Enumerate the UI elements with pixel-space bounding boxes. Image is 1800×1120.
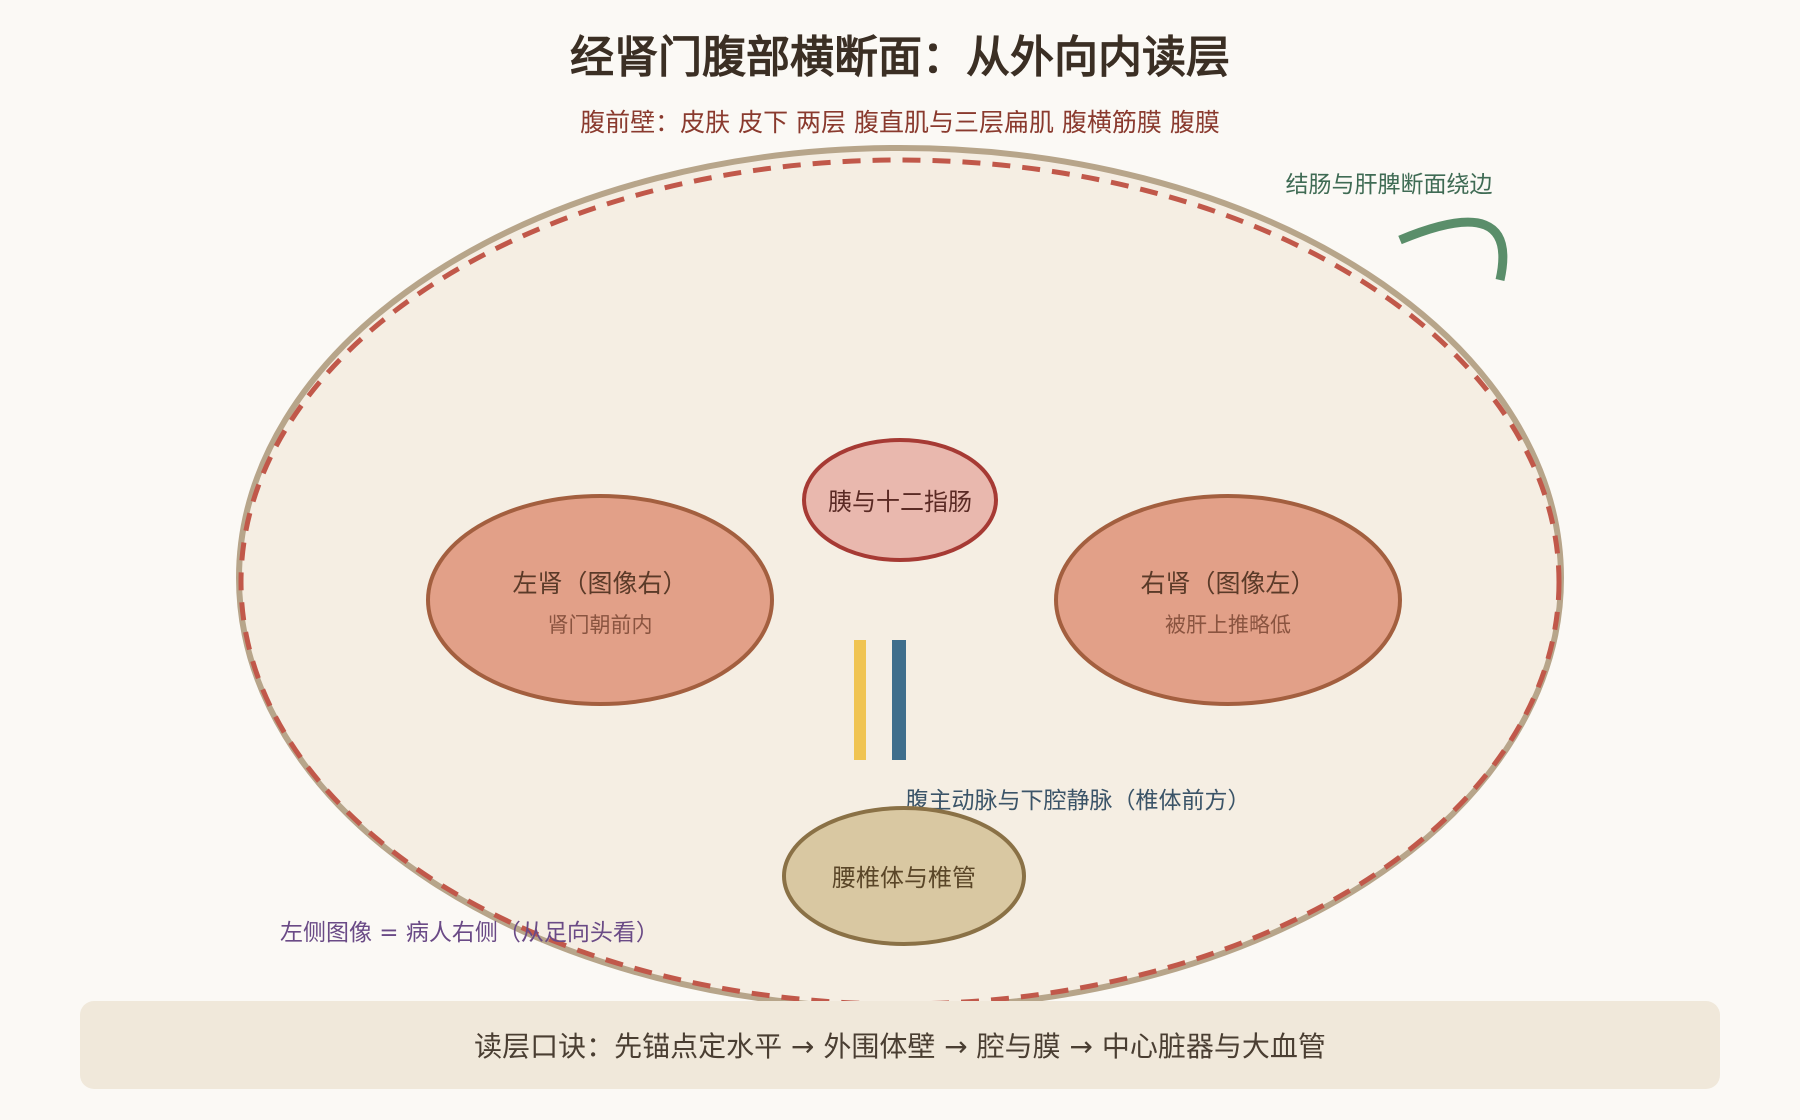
aorta-bar — [854, 640, 866, 760]
footer-mnemonic-bar: 读层口诀：先锚点定水平 → 外围体壁 → 腔与膜 → 中心脏器与大血管 — [80, 1001, 1720, 1089]
left-kidney-note: 被肝上推略低 — [1165, 613, 1291, 637]
pancreas-label: 胰与十二指肠 — [828, 488, 972, 516]
ivc-bar — [892, 640, 906, 760]
vessels-label: 腹主动脉与下腔静脉（椎体前方） — [906, 788, 1251, 814]
page-title: 经肾门腹部横断面：从外向内读层 — [570, 32, 1230, 83]
left-kidney-label: 右肾（图像左） — [1140, 569, 1315, 598]
anterior-wall-subtitle: 腹前壁：皮肤 皮下 两层 腹直肌与三层扁肌 腹横筋膜 腹膜 — [580, 108, 1220, 137]
colon-label: 结肠与肝脾断面绕边 — [1286, 172, 1493, 198]
colon-arc — [1398, 217, 1508, 281]
peritoneum-dashed-line — [238, 157, 1562, 1007]
lumbar-vertebra — [782, 806, 1026, 946]
orientation-note: 左侧图像 = 病人右侧（从足向头看） — [280, 920, 659, 946]
left-kidney — [1054, 494, 1402, 706]
right-kidney — [426, 494, 774, 706]
right-kidney-label: 左肾（图像右） — [512, 569, 687, 598]
right-kidney-note: 肾门朝前内 — [548, 613, 653, 637]
pancreas-duodenum — [802, 438, 998, 562]
vertebra-label: 腰椎体与椎管 — [832, 864, 976, 892]
